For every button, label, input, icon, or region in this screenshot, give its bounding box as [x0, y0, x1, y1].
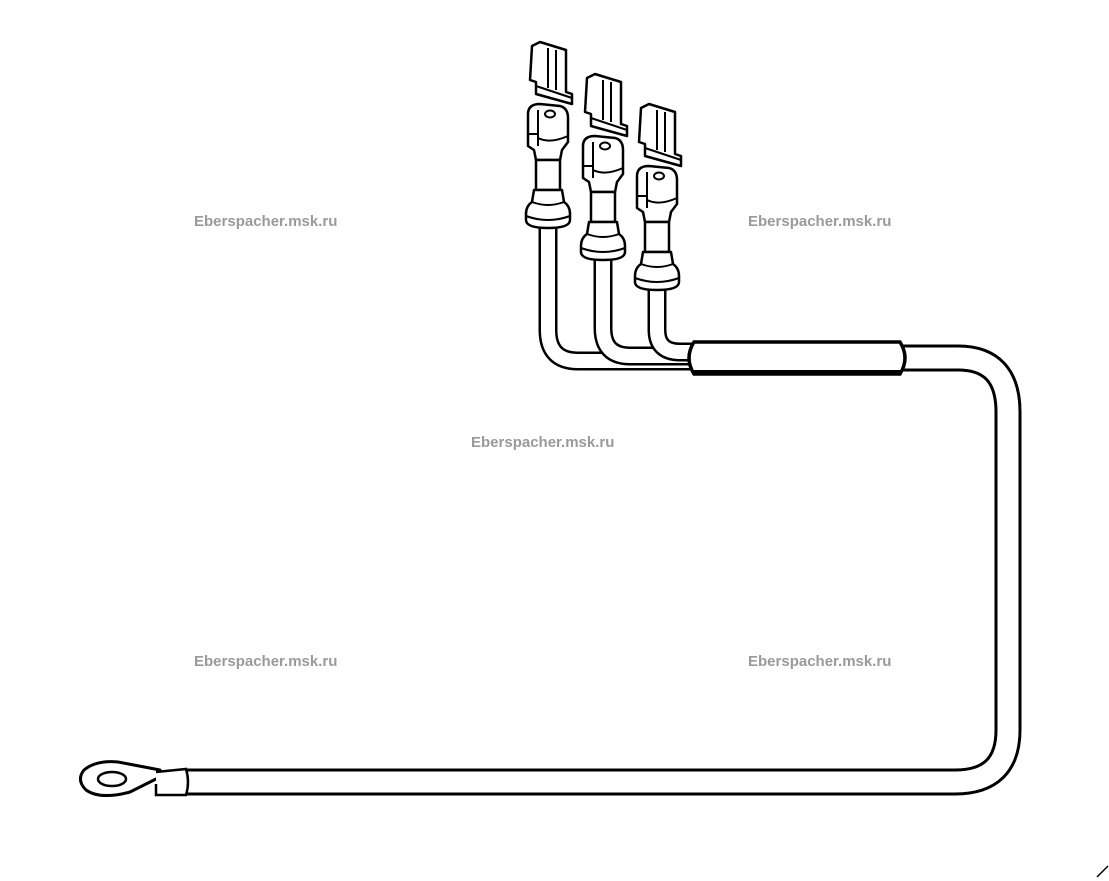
blade-connector-3: [633, 102, 683, 292]
blade-connector-1: [524, 40, 574, 230]
watermark: Eberspacher.msk.ru: [194, 213, 338, 230]
main-cable: [186, 344, 1022, 796]
watermark: Eberspacher.msk.ru: [194, 653, 338, 670]
watermark: Eberspacher.msk.ru: [748, 653, 892, 670]
watermark: Eberspacher.msk.ru: [471, 434, 615, 451]
ring-terminal: [79, 760, 190, 797]
blade-connector-2: [579, 72, 629, 262]
wire-1: [538, 220, 700, 371]
wire-2: [593, 255, 700, 366]
watermark: Eberspacher.msk.ru: [748, 213, 892, 230]
corner-mark: [1096, 865, 1109, 878]
heat-shrink-sleeve: [687, 340, 907, 376]
wire-3: [647, 285, 700, 362]
